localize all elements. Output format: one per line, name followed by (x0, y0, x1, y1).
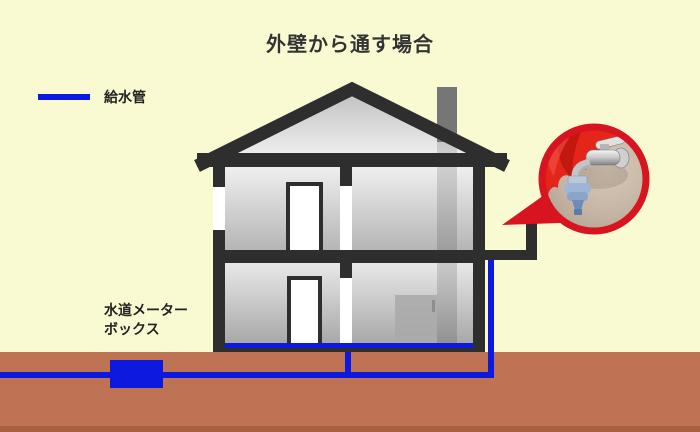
house (194, 81, 537, 352)
second-floor-ceiling-slab (197, 153, 507, 167)
diagram-title: 外壁から通す場合 (266, 34, 434, 56)
faucet-stem (600, 144, 609, 153)
second-floor-slab (213, 250, 485, 263)
door-2f (286, 182, 323, 250)
legend: 給水管 (38, 87, 146, 107)
door-1f (287, 276, 322, 343)
red-tarp-highlight (547, 127, 578, 176)
supply-pipe-legend-swatch (38, 94, 90, 100)
partition-opening-2f (340, 186, 352, 250)
supply-pipe-floor-run (225, 343, 473, 348)
pipe-main-horizontal (0, 372, 494, 378)
hose-nozzle (572, 200, 584, 210)
pipe-branch-to-floor (345, 346, 351, 378)
foundation-base (213, 348, 485, 352)
hose-nozzle-tip (574, 209, 582, 215)
unit-handle-detail (432, 300, 435, 312)
balcony-railing (526, 213, 537, 260)
left-exterior-wall (213, 153, 225, 352)
faucet-body (585, 149, 621, 166)
balcony-floor (473, 250, 537, 260)
water-meter-box-label: 水道メーター ボックス (104, 301, 188, 339)
water-meter-box-label-line1: 水道メーター (104, 302, 188, 318)
partition-wall-2f (340, 167, 352, 186)
red-tarp-fold-shadow (558, 127, 584, 178)
supply-pipe-legend-label: 給水管 (104, 89, 146, 105)
balcony (473, 213, 537, 260)
faucet-photo-callout (502, 123, 650, 235)
hose-nut (567, 175, 588, 185)
interior-duct-shaft (437, 118, 457, 343)
first-floor-unit-silhouette (395, 295, 437, 343)
partition-opening-1f (340, 278, 352, 343)
hose-connector-lower (567, 192, 588, 201)
supply-pipe-underground (0, 256, 494, 388)
ground-lower-strip (0, 426, 700, 432)
left-wall-window (213, 187, 225, 230)
hose-connector-upper (564, 183, 591, 194)
partition-wall-1f (340, 263, 352, 278)
callout-ring (538, 123, 650, 235)
pipe-exterior-riser (488, 256, 494, 378)
water-meter-box-label-line2: ボックス (104, 321, 160, 337)
water-meter-box (110, 360, 163, 388)
roof (194, 81, 510, 172)
attic-interior (207, 94, 497, 164)
